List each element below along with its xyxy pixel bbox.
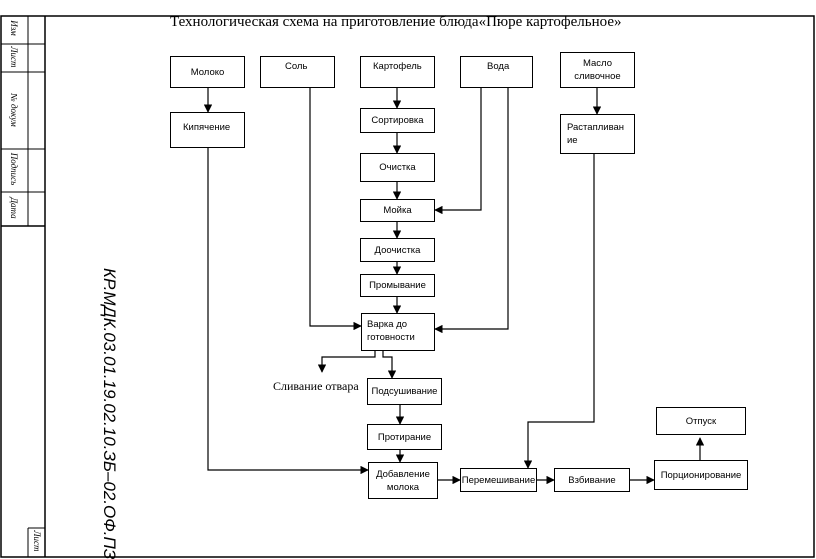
node-kartofel: Картофель [360,56,435,88]
node-promyvanie: Промывание [360,274,435,297]
node-peremeshivanie: Перемешивание [460,468,537,492]
node-doochistka: Доочистка [360,238,435,262]
node-dobavlenie: Добавление молока [368,462,438,499]
stamp-doc-label: № докум [9,93,19,127]
stamp-sheet-label: Лист [32,530,42,552]
stamp-date-label: Дата [9,197,19,219]
stamp-list-label: Лист [9,46,19,68]
document-code: КР.МДК.03.01.19.02.10.ЗБ–02.ОФ.ПЗ [100,268,119,559]
outer-frame [0,15,815,558]
node-sortirovka: Сортировка [360,108,435,133]
stamp-izm-label: Изм [9,20,19,36]
node-rastaplivanie: Растапливание [560,114,635,154]
node-moyka: Мойка [360,199,435,222]
node-protiranie: Протирание [367,424,442,450]
diagram-title: Технологическая схема на приготовление б… [170,14,622,30]
node-ochistka: Очистка [360,153,435,182]
node-slivanie: Сливание отвара [273,379,359,393]
node-sol: Соль [260,56,335,88]
node-maslo: Масло сливочное [560,52,635,88]
node-varka: Варка до готовности [361,313,435,351]
node-otpusk: Отпуск [656,407,746,435]
node-kipyachenie: Кипячение [170,112,245,148]
node-moloko: Молоко [170,56,245,88]
node-porcionirovanie: Порционирование [654,460,748,490]
node-podsushivanie: Подсушивание [367,378,442,405]
connectors [203,88,705,485]
node-vzbivanie: Взбивание [554,468,630,492]
node-voda: Вода [460,56,533,88]
stamp-sign-label: Подпись [9,152,19,186]
